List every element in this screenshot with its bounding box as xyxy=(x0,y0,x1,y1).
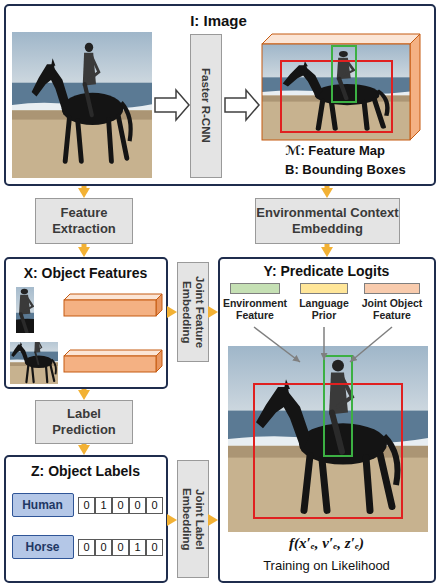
caption-text: B: Bounding Boxes xyxy=(285,162,430,177)
embedding-box: Joint Label Embedding xyxy=(177,460,209,578)
flow-arrow xyxy=(82,389,87,392)
flow-arrow xyxy=(209,310,210,315)
legend-swatch xyxy=(230,283,280,294)
one-hot-cell: 0 xyxy=(146,497,163,514)
one-hot-cell: 0 xyxy=(112,497,129,514)
flow-arrow xyxy=(325,244,330,249)
process-box-text: Environmental Context Embedding xyxy=(256,205,399,236)
legend-text: Environment Feature xyxy=(220,297,290,321)
class-tag-text: Horse xyxy=(25,540,59,554)
one-hot-cell: 0 xyxy=(95,539,112,556)
one-hot-cell: 1 xyxy=(129,539,146,556)
input-panel-text: I: Image xyxy=(154,12,284,29)
process-box: Label Prediction xyxy=(35,400,133,444)
input-panel: Faster R-CNN I: Image xyxy=(4,4,436,186)
detector-box: Faster R-CNN xyxy=(190,34,222,178)
feature-panel-text: X: Object Features xyxy=(4,265,168,281)
process-box: Environmental Context Embedding xyxy=(255,198,400,244)
label-panel-text: Z: Object Labels xyxy=(4,463,168,479)
process-box-text: Feature Extraction xyxy=(36,205,132,236)
detector-box-text: Faster R-CNN xyxy=(199,68,212,143)
legend-text: Joint Object Feature xyxy=(357,297,427,321)
caption-text: ℳ: Feature Map xyxy=(285,143,430,158)
one-hot-cell: 0 xyxy=(146,539,163,556)
class-tag-text: Human xyxy=(22,498,63,512)
embedding-box-text: Joint Label Embedding xyxy=(180,463,206,575)
flow-arrow xyxy=(168,310,169,315)
class-tag: Human xyxy=(12,493,74,517)
flow-arrow xyxy=(325,186,330,190)
flow-arrow xyxy=(209,518,210,523)
flow-arrow xyxy=(82,444,87,447)
label-panel: HumanHorse Z: Object Labels xyxy=(4,455,168,583)
one-hot-cell: 0 xyxy=(129,497,146,514)
one-hot-cell: 0 xyxy=(78,497,95,514)
class-tag: Horse xyxy=(12,535,74,559)
embedding-box-text: Joint Feature Embedding xyxy=(180,265,206,359)
one-hot-cell: 0 xyxy=(112,539,129,556)
output-panel-text: Training on Likelihood xyxy=(218,558,436,573)
flow-arrow xyxy=(82,186,87,190)
flow-arrow xyxy=(168,518,169,523)
feature-panel: X: Object Features xyxy=(4,257,168,389)
one-hot-cell: 0 xyxy=(78,539,95,556)
legend-swatch xyxy=(364,283,420,294)
legend-text: Language Prior xyxy=(294,297,354,321)
process-box: Feature Extraction xyxy=(35,198,133,244)
one-hot-cell: 1 xyxy=(95,497,112,514)
output-panel-text: f(x′ₑ, v′ₑ, z′ₑ) xyxy=(218,535,436,552)
process-box-text: Label Prediction xyxy=(36,406,132,437)
flow-arrow xyxy=(82,244,87,249)
legend-swatch xyxy=(300,283,348,294)
embedding-box: Joint Feature Embedding xyxy=(177,262,209,362)
output-panel-text: Y: Predicate Logits xyxy=(218,263,436,279)
